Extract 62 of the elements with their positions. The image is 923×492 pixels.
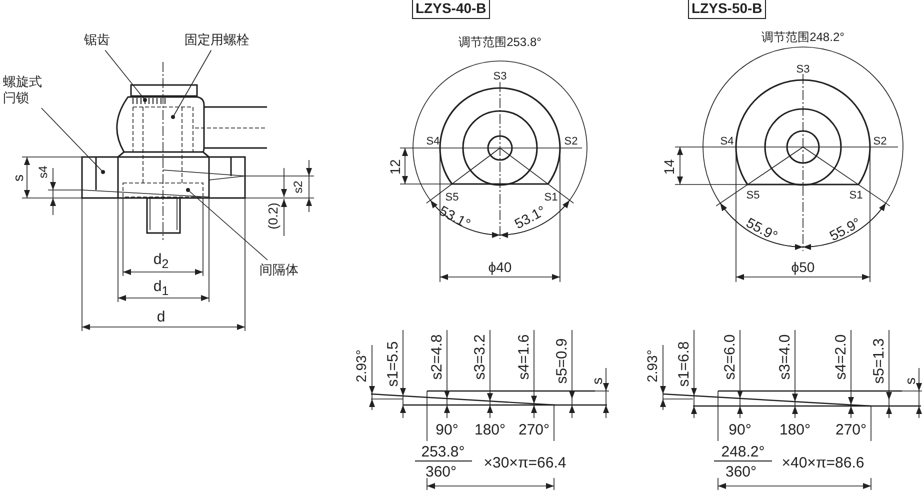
fraction-numerator: 248.2° — [721, 444, 765, 460]
range-caption: 调节范围253.8° — [458, 36, 542, 48]
dimension-label: s2 — [292, 180, 304, 194]
angle-label: 2.93° — [645, 350, 659, 382]
dimension-label: 14 — [662, 159, 676, 175]
fraction-denominator: 360° — [425, 464, 457, 480]
position-label: S5 — [445, 192, 459, 204]
dimension-label: s5=1.3 — [872, 338, 886, 384]
position-label: S3 — [493, 72, 507, 82]
callout-label: 锯齿 — [84, 32, 110, 48]
dimension-label: s3=4.0 — [778, 334, 792, 380]
angle-label: 2.93° — [354, 350, 368, 382]
dimension-label: 12 — [388, 159, 402, 175]
range-caption: 调节范围248.2° — [762, 31, 844, 43]
dimension-label: s3=3.2 — [472, 334, 488, 380]
fraction-denominator: 360° — [725, 464, 757, 480]
formula-text: ×40×π=86.6 — [782, 456, 864, 470]
dimension-label: (0.2) — [266, 202, 280, 230]
dimension-label: s1=6.8 — [676, 341, 692, 387]
dimension-label: s5=0.9 — [554, 338, 570, 384]
fraction-numerator: 253.8° — [421, 444, 465, 460]
dimension-label: ϕ50 — [791, 260, 815, 274]
callout-label: 间隔体 — [260, 262, 298, 278]
position-label: S2 — [873, 136, 887, 148]
model-code-label: LZYS-50-B — [688, 0, 766, 18]
dimension-label: s4=2.0 — [834, 334, 848, 380]
dimension-label: s4 — [37, 166, 49, 178]
position-label: S4 — [720, 136, 734, 148]
position-label: S1 — [849, 190, 863, 202]
dimension-label: s2=4.8 — [430, 334, 444, 380]
dimension-label: s1=5.5 — [386, 341, 400, 387]
dimension-label: s — [903, 378, 917, 384]
model-code-label: LZYS-40-B — [412, 0, 490, 18]
dimension-label: d — [156, 310, 166, 324]
dimension-label: s — [590, 378, 604, 384]
dimension-label: d$_{1}$ — [153, 278, 169, 298]
angle-label: 53.1° — [512, 203, 548, 231]
angle-label: 270° — [835, 422, 867, 438]
dimension-label: s2=6.0 — [722, 334, 738, 380]
position-label: S4 — [426, 136, 440, 148]
angle-label: 55.9° — [744, 215, 780, 243]
position-label: S5 — [746, 190, 760, 202]
angle-label: 180° — [474, 422, 506, 438]
angle-label: 180° — [779, 422, 811, 438]
position-label: S3 — [796, 64, 810, 76]
position-label: S2 — [564, 136, 578, 148]
position-label: S1 — [544, 192, 558, 204]
leader-line — [40, 108, 105, 174]
formula-text: ×30×π=66.4 — [484, 456, 566, 470]
dimension-label: d$_{2}$ — [153, 252, 169, 270]
angle-label: 55.9° — [827, 215, 863, 243]
angle-label: 90° — [436, 422, 458, 438]
leader-line — [171, 50, 212, 119]
angle-label: 270° — [518, 422, 550, 438]
dimension-label: ϕ40 — [488, 260, 512, 274]
dimension-label: s4=1.6 — [516, 334, 532, 380]
leader-line — [186, 188, 268, 260]
callout-label: 固定用螺栓 — [184, 32, 250, 48]
angle-label: 90° — [728, 422, 752, 438]
leader-line — [104, 50, 147, 102]
dimension-label: s — [11, 174, 25, 182]
callout-label: 螺旋式闩锁 — [3, 74, 45, 106]
